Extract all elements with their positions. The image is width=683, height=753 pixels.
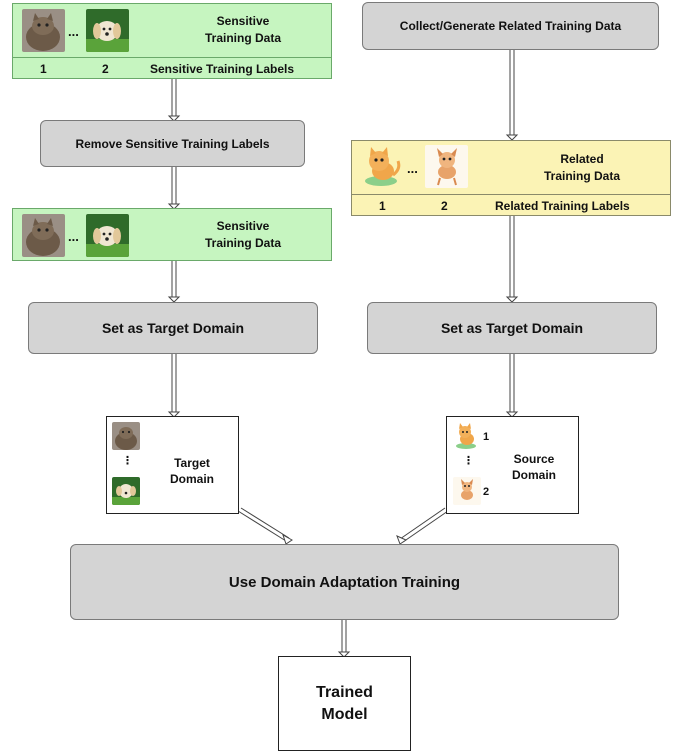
cartoon-cat-icon — [361, 145, 404, 188]
domain-adaptation-box: Use Domain Adaptation Training — [70, 544, 619, 620]
related-data-panel: ... Related Training Data 1 2 Related Tr… — [351, 140, 671, 216]
trained-model-box: Trained Model — [278, 656, 411, 751]
ellipsis: ... — [68, 24, 79, 39]
source-num-2: 2 — [483, 486, 490, 498]
collect-data-box: Collect/Generate Related Training Data — [362, 2, 659, 50]
related-data-title: Related Training Data — [543, 152, 620, 183]
label-1: 1 — [40, 62, 47, 76]
cat-photo-icon — [22, 9, 65, 52]
sensitive-data-panel-top: ... Sensitive Training Data 1 2 Sensitiv… — [12, 3, 332, 79]
cat-photo-icon — [22, 214, 65, 257]
dog-photo-icon — [112, 477, 140, 505]
sensitive-data-title: Sensitive Training Data — [204, 14, 281, 45]
source-domain-title: Source Domain — [511, 452, 556, 482]
vdots: ⋮ — [463, 455, 474, 467]
sensitive-labels-title: Sensitive Training Labels — [150, 62, 295, 76]
vdots: ⋮ — [122, 455, 133, 467]
sensitive-data-title: Sensitive Training Data — [204, 219, 281, 250]
dog-photo-icon — [86, 9, 129, 52]
set-target-domain-right: Set as Target Domain — [367, 302, 657, 354]
dog-photo-icon — [86, 214, 129, 257]
ellipsis: ... — [407, 161, 418, 176]
label-2: 2 — [102, 62, 109, 76]
ellipsis: ... — [68, 229, 79, 244]
source-num-1: 1 — [483, 431, 490, 443]
remove-labels-box: Remove Sensitive Training Labels — [40, 120, 305, 167]
source-domain-box: 1 ⋮ 2 Source Domain — [446, 416, 579, 514]
related-labels-title: Related Training Labels — [495, 199, 630, 213]
label-1: 1 — [379, 199, 386, 213]
set-target-domain-left: Set as Target Domain — [28, 302, 318, 354]
cartoon-dog-icon — [453, 477, 481, 505]
divider — [352, 194, 670, 195]
divider — [13, 57, 331, 58]
target-domain-box: ⋮ Target Domain — [106, 416, 239, 514]
sensitive-data-panel-mid: ... Sensitive Training Data — [12, 208, 332, 261]
label-2: 2 — [441, 199, 448, 213]
cartoon-dog-icon — [425, 145, 468, 188]
target-domain-title: Target Domain — [169, 456, 214, 486]
cartoon-cat-icon — [453, 422, 481, 450]
cat-photo-icon — [112, 422, 140, 450]
